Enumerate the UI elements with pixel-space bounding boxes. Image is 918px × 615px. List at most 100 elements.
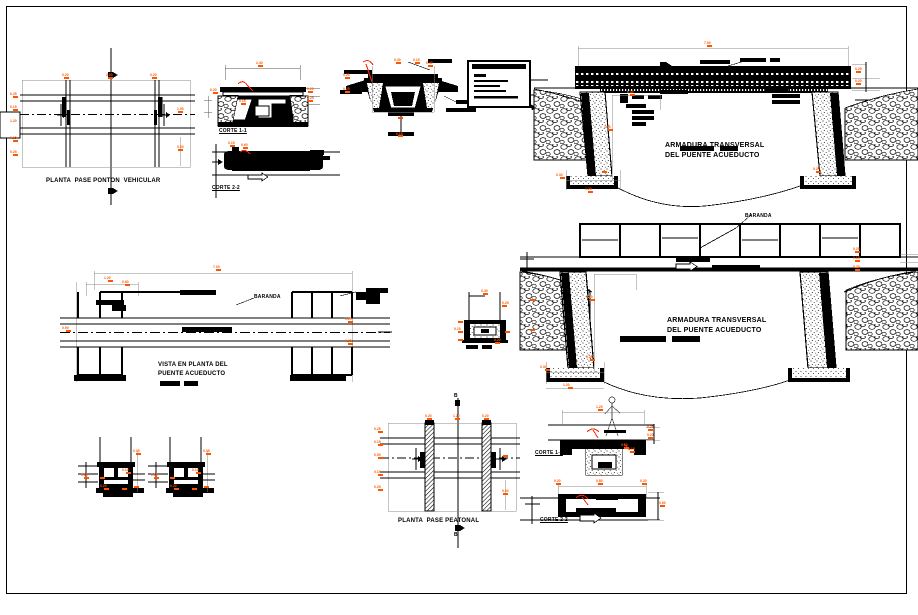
title-planta-ponton: PLANTA PASE PONTON VEHICULAR xyxy=(46,178,161,184)
view-puente-acueducto-inferior xyxy=(519,213,918,400)
dim-peatonal-t1: 0.20 xyxy=(425,414,432,418)
view-vista-planta-acueducto xyxy=(60,269,392,386)
legend-table-box xyxy=(466,59,548,110)
dim-planta-ponton-r1: 1.90 xyxy=(177,107,184,111)
view-puente-acueducto-superior xyxy=(533,45,918,207)
dim-viga-izq-4: 0.20 xyxy=(100,484,107,488)
dim-puente-inf-l2: 0.25 xyxy=(586,355,593,359)
dim-puente-sup-l1: 0.30 xyxy=(627,90,634,94)
dim-corte22bot-r1: 0.60 xyxy=(659,501,666,505)
dim-viga-der-4: 0.20 xyxy=(170,484,177,488)
dim-peatonal-l3: 0.90 xyxy=(374,453,381,457)
dim-peatonal-l1: 0.25 xyxy=(374,427,381,431)
title-planta-pase-peatonal: PLANTA PASE PEATONAL xyxy=(398,518,480,524)
view-seccion-canal-centro xyxy=(458,292,510,349)
dim-puente-sup-b1: 1.20 xyxy=(585,187,592,191)
dim-planta-ponton-l1: 0.25 xyxy=(10,92,17,96)
dim-viga-izq-1: 0.15 xyxy=(133,449,140,453)
dim-canal-centro-3: 0.15 xyxy=(454,327,461,331)
dim-puente-inf-l1: 1.50 xyxy=(586,295,593,299)
dim-corte11bot-r1: 0.25 xyxy=(647,425,654,429)
view-detalle-canal xyxy=(0,59,484,139)
view-planta-ponton-vehicular xyxy=(13,48,195,205)
dim-planta-ponton-b1: 0.60 xyxy=(177,145,184,149)
view-detalle-viga-izquierda xyxy=(78,437,145,497)
dim-canal-centro-1: 0.40 xyxy=(481,289,488,293)
dim-peatonal-l5: 0.25 xyxy=(374,485,381,489)
dim-viga-der-3: 0.25 xyxy=(151,473,158,477)
dim-puente-sup-l2: 1.50 xyxy=(604,125,611,129)
dim-corte11top-i1: 0.15 xyxy=(239,99,246,103)
view-corte-1-1-top xyxy=(204,65,320,127)
dim-corte11bot-d1: 0.10 xyxy=(621,443,628,447)
dim-canal-centro-4: 0.20 xyxy=(494,338,501,342)
dim-viga-izq-3: 0.25 xyxy=(81,473,88,477)
dim-planta-ponton-l3: 1.20 xyxy=(10,119,17,123)
dim-vista-planta-top-main: 7.00 xyxy=(213,265,220,269)
label-baranda-planta: BARANDA xyxy=(254,294,281,300)
title-corte-1-1-bottom: CORTE 1-1 xyxy=(535,450,563,456)
dim-corte22bot-t3: 0.20 xyxy=(640,479,647,483)
title-armadura-transversal-inferior-line1: ARMADURA TRANSVERSAL xyxy=(667,317,767,324)
title-vista-planta-acueducto-line2: PUENTE ACUEDUCTO xyxy=(158,371,226,377)
dim-planta-ponton-t2: 2.00 xyxy=(106,73,113,77)
dim-viga-der-2: 0.10 xyxy=(192,468,199,472)
dim-vista-planta-top-sub1: 1.20 xyxy=(104,276,111,280)
dim-vista-planta-top-sub2: 0.60 xyxy=(122,280,129,284)
dim-canal-6: 0.15 xyxy=(396,132,403,136)
dim-peatonal-l4: 0.15 xyxy=(374,470,381,474)
dim-corte11top-r2: 0.25 xyxy=(307,96,314,100)
dim-puente-inf-b2: 0.30 xyxy=(540,365,547,369)
dim-planta-ponton-t1: 0.20 xyxy=(62,73,69,77)
dim-planta-ponton-l5: 0.25 xyxy=(10,150,17,154)
view-corte-2-2-top xyxy=(212,144,340,198)
dim-puente-inf-r3: 0.20 xyxy=(853,265,860,269)
section-mark-b-top: B xyxy=(454,393,458,399)
dim-planta-ponton-t3: 0.20 xyxy=(150,73,157,77)
title-armadura-transversal-superior-line1: ARMADURA TRANSVERSAL xyxy=(665,142,765,149)
dim-puente-inf-r1: 0.25 xyxy=(853,247,860,251)
dim-canal-4: 0.20 xyxy=(343,73,350,77)
dim-corte22bot-t2: 0.80 xyxy=(596,479,603,483)
dim-viga-der-1: 0.15 xyxy=(203,449,210,453)
view-corte-1-1-bottom xyxy=(548,396,660,476)
label-baranda-puente-inferior: BARANDA xyxy=(745,213,772,219)
dim-canal-5: 0.25 xyxy=(343,87,350,91)
title-corte-1-1-top: CORTE 1-1 xyxy=(219,128,247,134)
dim-corte11top-r1: 0.20 xyxy=(307,87,314,91)
dim-corte22top-t1: 0.15 xyxy=(228,141,235,145)
dim-corte22top-i1: 0.60 xyxy=(241,143,248,147)
title-vista-planta-acueducto-line1: VISTA EN PLANTA DEL xyxy=(158,362,228,368)
dim-viga-izq-2: 0.10 xyxy=(122,468,129,472)
dim-puente-sup-r2: 0.20 xyxy=(855,79,862,83)
dim-canal-2: 0.15 xyxy=(413,58,420,62)
title-armadura-transversal-superior-line2: DEL PUENTE ACUEDUCTO xyxy=(665,152,760,159)
dim-corte11top-t1: 2.40 xyxy=(256,61,263,65)
dim-corte22bot-t1: 0.20 xyxy=(554,479,561,483)
view-detalle-viga-derecha xyxy=(148,437,215,497)
dim-peatonal-l2: 0.15 xyxy=(374,440,381,444)
dim-puente-inf-b1: 1.20 xyxy=(563,383,570,387)
dim-canal-centro-2: 0.25 xyxy=(502,301,509,305)
title-armadura-transversal-inferior-line2: DEL PUENTE ACUEDUCTO xyxy=(667,327,762,334)
dim-peatonal-t3: 0.20 xyxy=(482,414,489,418)
title-corte-2-2-top: CORTE 2-2 xyxy=(212,185,240,191)
dim-puente-sup-b2: 0.30 xyxy=(556,173,563,177)
section-mark-b-bottom: B xyxy=(454,532,458,538)
dim-corte11bot-t1: 1.20 xyxy=(596,405,603,409)
dim-puente-sup-r1: 0.25 xyxy=(855,67,862,71)
dim-planta-ponton-l2: 0.15 xyxy=(10,105,17,109)
dim-puente-sup-top: 7.00 xyxy=(704,41,711,45)
dim-puente-inf-r2: 0.15 xyxy=(853,256,860,260)
dim-corte11bot-r2: 0.20 xyxy=(647,433,654,437)
dim-peatonal-t2: 1.20 xyxy=(453,414,460,418)
view-planta-pase-peatonal xyxy=(378,398,520,548)
dim-peatonal-r1: 0.60 xyxy=(502,489,509,493)
dim-corte11bot-d2: 0.15 xyxy=(628,447,635,451)
dim-vista-planta-r2: 0.30 xyxy=(345,339,352,343)
dim-corte11top-l1: 0.20 xyxy=(210,88,217,92)
dim-planta-ponton-l4: 0.15 xyxy=(10,136,17,140)
view-corte-2-2-bottom xyxy=(520,483,665,524)
